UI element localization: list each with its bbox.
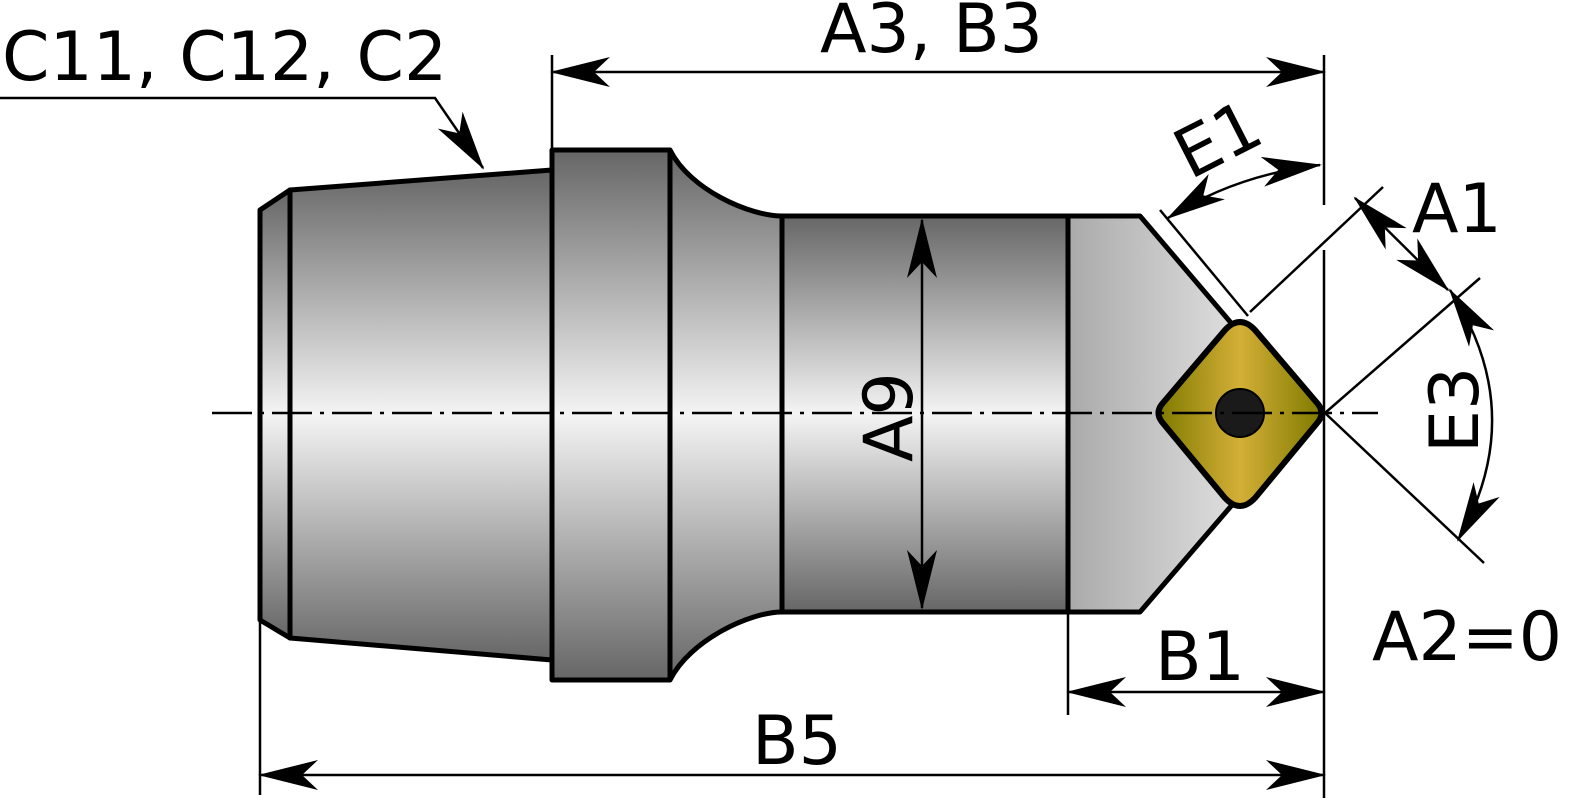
dim-a1	[1353, 196, 1450, 292]
label-a9: A9	[850, 372, 929, 462]
label-a1: A1	[1412, 170, 1502, 249]
label-a3-b3: A3, B3	[820, 0, 1043, 69]
label-b5: B5	[752, 702, 842, 781]
dim-e3-arc	[1448, 288, 1500, 542]
neck	[667, 147, 785, 683]
label-c11-c12-c2: C11, C12, C2	[2, 18, 447, 97]
label-e3: E3	[1416, 367, 1495, 453]
collar	[549, 147, 673, 683]
label-a2: A2=0	[1372, 598, 1562, 677]
label-b1: B1	[1155, 618, 1245, 697]
leader-c-group	[0, 96, 485, 170]
tapered-shank	[287, 167, 555, 663]
extension-line	[1159, 209, 1249, 317]
dim-e1-arc	[1166, 156, 1322, 220]
